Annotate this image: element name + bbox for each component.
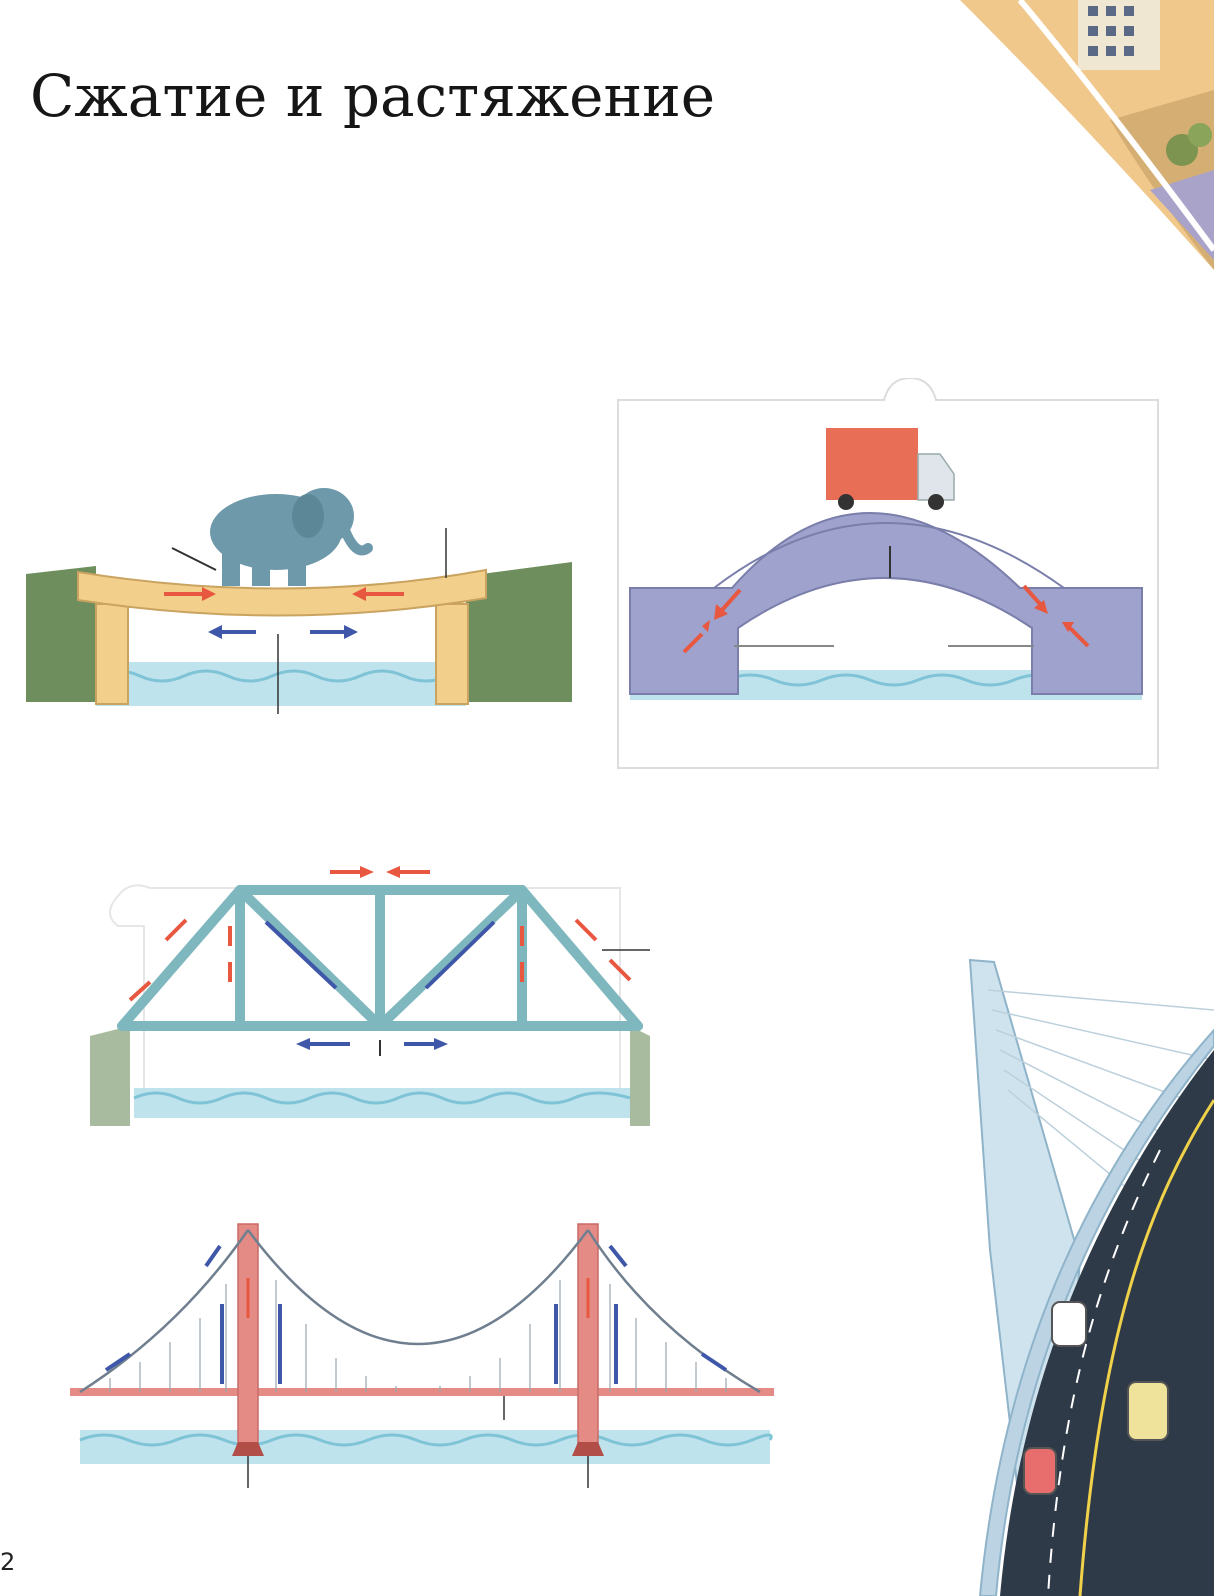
beam-bridge-figure <box>26 466 572 722</box>
tension-arrows <box>208 625 358 639</box>
compression-arrows <box>164 587 404 601</box>
cable-stayed-bridge-illustration <box>950 958 1214 1596</box>
truss-tension-arrows <box>264 920 496 1050</box>
elephant-icon <box>210 488 373 586</box>
page-title: Сжатие и растяжение <box>30 62 716 130</box>
arch-compression-arrows <box>682 584 1090 654</box>
suspension-compression-arrows <box>246 1278 590 1318</box>
page-number: 2 <box>0 1548 16 1576</box>
suspension-tension-arrows <box>104 1244 728 1384</box>
truss-bridge-figure <box>90 866 650 1126</box>
truck-icon <box>826 428 955 510</box>
corner-illustration <box>960 0 1214 270</box>
truss-compression-arrows <box>128 866 632 1002</box>
suspension-bridge-figure <box>70 1223 774 1488</box>
arch-bridge-figure <box>617 378 1159 769</box>
car-icon <box>1023 1301 1169 1495</box>
